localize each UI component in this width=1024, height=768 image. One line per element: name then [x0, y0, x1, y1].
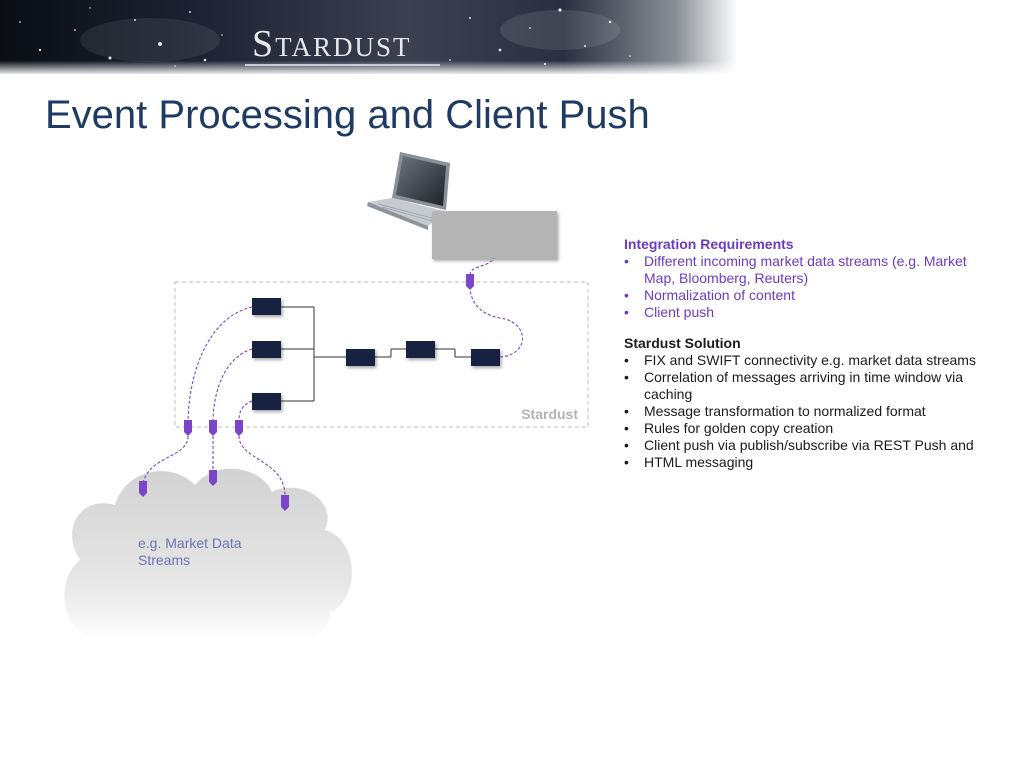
plug-in-3: [235, 420, 243, 436]
integration-title: Integration Requirements: [624, 236, 794, 252]
cloud-shape: [64, 468, 352, 642]
brand-underline: [245, 64, 440, 66]
slide-title: Event Processing and Client Push: [45, 93, 650, 137]
plug-client: [466, 274, 474, 290]
input-node-2: [252, 341, 281, 358]
plug-cloud-1: [139, 481, 147, 497]
solution-item: Message transformation to normalized for…: [624, 403, 999, 420]
client-box: [432, 211, 557, 259]
plug-cloud-3: [281, 495, 289, 511]
plug-in-1: [184, 420, 192, 436]
solution-item: FIX and SWIFT connectivity e.g. market d…: [624, 352, 999, 369]
solution-item: Rules for golden copy creation: [624, 420, 999, 437]
stardust-boundary: [174, 281, 589, 428]
input-node-1: [252, 298, 281, 315]
solution-item: HTML messaging: [624, 454, 999, 471]
input-node-3: [252, 393, 281, 410]
integration-item: Client push: [624, 304, 999, 321]
plug-cloud-2: [209, 470, 217, 486]
laptop-icon: [367, 152, 450, 230]
integration-item: Normalization of content: [624, 287, 999, 304]
output-node: [471, 349, 500, 366]
data-stream-wires: [142, 257, 524, 497]
stardust-box-label: Stardust: [521, 406, 578, 422]
plug-in-2: [209, 420, 217, 436]
transformation-node: [406, 341, 435, 358]
solution-title: Stardust Solution: [624, 335, 741, 351]
requirements-panel: Integration Requirements Different incom…: [624, 236, 999, 471]
brand-logo-text: Stardust: [252, 23, 412, 65]
integration-list: Different incoming market data streams (…: [624, 253, 999, 321]
correlation-node: [346, 349, 375, 366]
header-banner: Stardust: [0, 0, 1024, 74]
solution-item: Client push via publish/subscribe via RE…: [624, 437, 999, 454]
cloud-label: e.g. Market Data Streams: [138, 535, 242, 568]
node-connectors: [281, 306, 471, 402]
integration-item: Different incoming market data streams (…: [624, 253, 999, 287]
solution-item: Correlation of messages arriving in time…: [624, 369, 999, 403]
solution-list: FIX and SWIFT connectivity e.g. market d…: [624, 352, 999, 471]
